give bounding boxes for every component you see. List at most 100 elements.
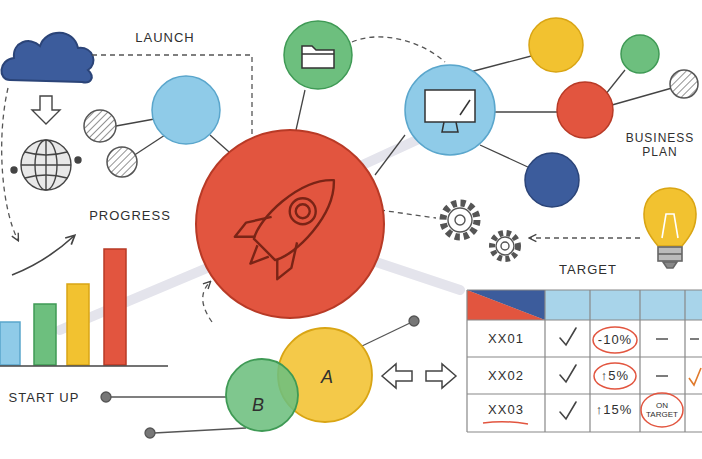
globe-icon: [25, 175, 67, 178]
circle-shape: [226, 359, 298, 431]
target-table: [467, 431, 702, 432]
dashed-connector: [2, 88, 18, 240]
light-bulb: [644, 188, 696, 268]
dashed-connector: [380, 210, 436, 218]
globe-icon: [11, 167, 17, 173]
folder-circle: [302, 53, 334, 55]
leader-line: [101, 316, 419, 438]
globe-icon: [21, 164, 71, 165]
leader-line: [409, 316, 419, 326]
monitor-circle: [405, 65, 495, 155]
leader-line: [145, 428, 155, 438]
dash-mark: [656, 339, 699, 376]
circle-letter: A: [321, 367, 333, 388]
rocket-circle: [284, 193, 321, 230]
caption-label: START UP: [9, 391, 80, 406]
link-line: [296, 90, 305, 130]
light-bulb: [644, 188, 696, 246]
idea-circle: [152, 76, 220, 144]
gear-icon: [496, 237, 514, 255]
link-line: [133, 135, 165, 156]
table-cell: XX01: [488, 332, 524, 347]
rocket-circle: [196, 130, 384, 318]
idea-circle: [84, 110, 116, 142]
monitor-circle: [405, 18, 698, 207]
monitor-circle: [525, 153, 579, 207]
highlight-circle: [483, 422, 528, 424]
highlight-circle: [594, 363, 636, 389]
leader-line: [154, 428, 246, 433]
target-table: [467, 290, 702, 432]
target-table: [467, 290, 545, 320]
light-bulb: [662, 214, 678, 238]
leader-line: [110, 396, 226, 397]
target-table: [684, 290, 685, 432]
table-cell: -10%: [598, 333, 632, 348]
caption-label: TARGET: [559, 263, 617, 278]
caption-label: BUSINESS PLAN: [618, 132, 702, 160]
rocket-circle: [293, 201, 313, 221]
rocket-circle: [267, 241, 307, 281]
table-cell: ↑15%: [596, 403, 633, 418]
dashed-connector: [92, 55, 252, 150]
monitor-circle: [529, 18, 583, 72]
table-cell: ON TARGET: [644, 401, 680, 419]
link-line: [495, 111, 557, 112]
table-cell: ↑5%: [601, 369, 629, 384]
background-band: [370, 260, 460, 290]
dashed-connector: [530, 237, 640, 238]
table-cell: XX02: [488, 369, 524, 384]
target-table: [467, 319, 702, 320]
link-line: [116, 55, 672, 175]
rocket-circle: [228, 158, 357, 287]
check-mark: [689, 368, 701, 385]
monitor-circle: [670, 70, 698, 98]
light-bulb: [658, 247, 682, 261]
monitor-circle: [442, 122, 458, 132]
link-line: [612, 88, 672, 105]
target-table: [467, 290, 702, 432]
leader-line: [101, 392, 111, 402]
dashed-connector: [203, 282, 212, 322]
leader-line: [362, 323, 410, 346]
globe-icon: [25, 152, 67, 155]
progress-arrow: [12, 236, 74, 275]
target-table: [467, 290, 545, 320]
dash-mark: [656, 338, 668, 339]
cloud-icon: [1, 33, 93, 83]
bar-chart: [0, 322, 20, 365]
rocket-circle: [233, 207, 273, 247]
check-mark: [560, 402, 576, 419]
folder-circle: [302, 46, 334, 68]
target-table: [467, 320, 702, 432]
double-arrow: [426, 364, 456, 388]
folder-circle: [284, 21, 352, 89]
monitor-circle: [460, 100, 470, 115]
highlight-circle: [483, 327, 683, 427]
down-arrow: [32, 96, 60, 124]
bar-chart: [67, 284, 89, 365]
idea-circle: [84, 76, 220, 177]
progress-arrow: [12, 236, 74, 275]
folder-circle: [284, 21, 352, 89]
bar-chart: [0, 365, 168, 367]
highlight-circle: [593, 327, 637, 353]
gear-icon: [448, 208, 472, 232]
target-table: [466, 290, 467, 432]
target-table: [467, 356, 702, 357]
check-mark: [560, 365, 576, 382]
link-line: [605, 70, 625, 95]
monitor-circle: [425, 90, 475, 122]
down-arrow: [32, 96, 60, 124]
text-holder: B: [225, 358, 299, 432]
gear-icon: [455, 215, 465, 225]
monitor-circle: [621, 35, 659, 73]
globe-icon: [75, 157, 81, 163]
caption-label: LAUNCH: [135, 31, 194, 46]
monitor-circle: [557, 82, 613, 138]
dash-mark: [690, 338, 699, 339]
gear-icon: [492, 233, 518, 259]
light-bulb: [663, 262, 677, 268]
rocket-circle: [249, 165, 349, 265]
rocket-circle: [196, 130, 384, 318]
